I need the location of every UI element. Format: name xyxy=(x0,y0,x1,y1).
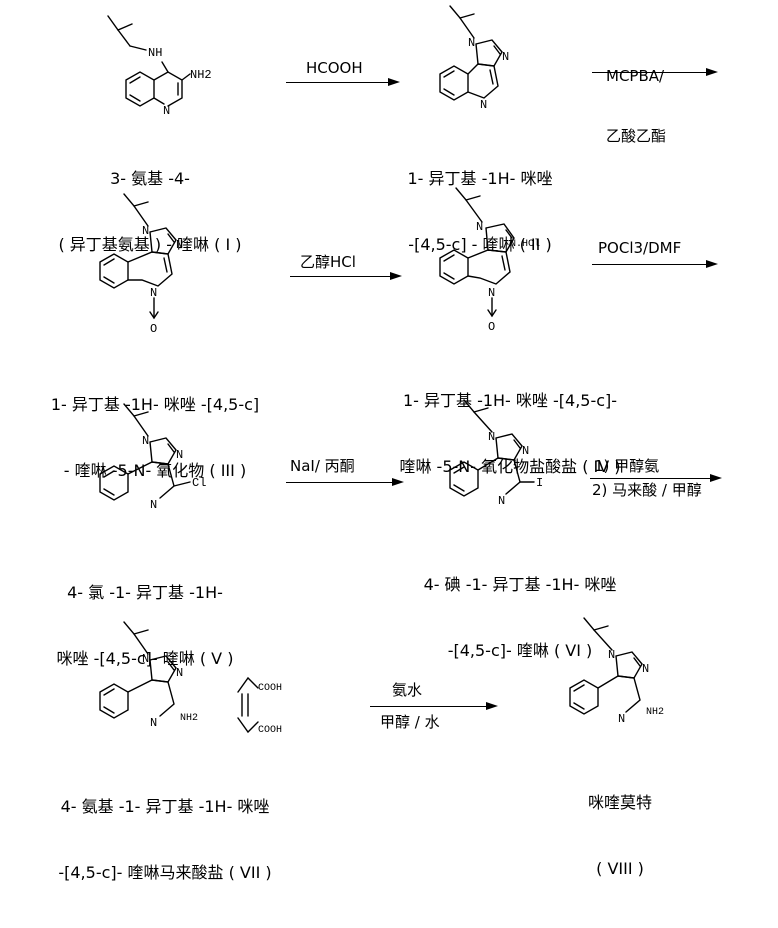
reaction-arrow-5 xyxy=(286,482,394,483)
nh-label: NH xyxy=(148,46,162,60)
compound-3-name-line2: - 喹啉 -5-N- 氧化物 ( III ) xyxy=(63,461,247,480)
o-label: O xyxy=(150,322,157,336)
structure-compound-1 xyxy=(90,6,220,126)
compound-7-name: 4- 氨基 -1- 异丁基 -1H- 咪唑 -[4,5-c]- 喹啉马来酸盐 (… xyxy=(0,752,330,928)
synthesis-scheme: NH NH2 N 3- 氨基 -4- ( 异丁基氨基 ) - 喹啉 ( I ) … xyxy=(0,2,722,882)
n1-label: N xyxy=(142,652,149,666)
n5-label: N xyxy=(488,286,495,300)
reaction-arrow-1 xyxy=(286,82,390,83)
o-label: O xyxy=(488,320,495,334)
compound-8-name-line2: ( VIII ) xyxy=(596,859,644,878)
reaction-arrow-6 xyxy=(590,478,714,479)
reagent-3-label: 乙醇HCl xyxy=(300,253,356,271)
n1-label: N xyxy=(608,648,615,662)
compound-6-name-line1: 4- 碘 -1- 异丁基 -1H- 咪唑 xyxy=(423,575,617,594)
reagent-2-line2: 乙酸乙酯 xyxy=(606,127,667,145)
compound-6-name-line2: -[4,5-c]- 喹啉 ( VI ) xyxy=(447,641,593,660)
i-label: I xyxy=(536,476,543,490)
arrow-head-2 xyxy=(706,68,718,76)
n1-label: N xyxy=(488,430,495,444)
reaction-arrow-4 xyxy=(592,264,708,265)
arrow-head-6 xyxy=(710,474,722,482)
atom-labels-maleic-acid: COOH COOH xyxy=(258,683,282,736)
n3-label: N xyxy=(176,448,183,462)
reagent-4-label: POCl3/DMF xyxy=(598,239,682,257)
n1-label: N xyxy=(476,220,483,234)
maleic-acid-structure xyxy=(228,660,318,750)
cl-label: Cl xyxy=(192,476,206,490)
n3-label: N xyxy=(502,50,509,64)
cooh-lower-label: COOH xyxy=(258,725,282,736)
arrow-head-7 xyxy=(486,702,498,710)
atom-labels-compound-1: NH NH2 N xyxy=(148,46,212,118)
compound-4-name: 1- 异丁基 -1H- 咪唑 -[4,5-c]- 喹啉 -5-N- 氧化物盐酸盐… xyxy=(330,346,690,522)
n3-label: N xyxy=(176,238,183,252)
n3-label: N xyxy=(522,444,529,458)
nhcl-label: N.HCl xyxy=(510,238,540,250)
compound-5-name: 4- 氯 -1- 异丁基 -1H- 咪唑 -[4,5-c]- 喹啉 ( V ) xyxy=(10,538,280,714)
reaction-arrow-7 xyxy=(370,706,488,707)
n5-label: N xyxy=(150,286,157,300)
structure-compound-6 xyxy=(440,396,570,526)
structure-compound-8 xyxy=(560,614,690,744)
compound-8-name-line1: 咪喹莫特 xyxy=(587,793,652,812)
compound-8-name: 咪喹莫特 ( VIII ) xyxy=(520,748,720,924)
n5-label: N xyxy=(150,498,157,512)
structure-compound-4 xyxy=(430,184,550,334)
arrow-head-1 xyxy=(388,78,400,86)
reagent-7-below: 甲醇 / 水 xyxy=(380,713,440,731)
reagent-7-above: 氨水 xyxy=(392,681,423,699)
compound-3-name: 1- 异丁基 -1H- 咪唑 -[4,5-c] - 喹啉 -5-N- 氧化物 (… xyxy=(0,350,310,526)
arrow-head-4 xyxy=(706,260,718,268)
atom-labels-compound-5: N N N Cl xyxy=(142,434,206,512)
reaction-arrow-2 xyxy=(592,72,708,73)
reagent-6-below: 2) 马来酸 / 甲醇 xyxy=(592,481,702,499)
atom-labels-compound-4: N N.HCl N O xyxy=(476,220,540,334)
atom-labels-compound-7: N N N NH2 xyxy=(142,652,198,730)
compound-2-name-line1: 1- 异丁基 -1H- 咪唑 xyxy=(407,169,553,188)
atom-labels-compound-2: N N N xyxy=(468,36,509,112)
arrow-head-3 xyxy=(390,272,402,280)
n5-label: N xyxy=(150,716,157,730)
n3-label: N xyxy=(176,666,183,680)
compound-2-name-line2: -[4,5-c] - 喹啉 ( II ) xyxy=(408,235,552,254)
reagent-2-line1: MCPBA/ xyxy=(606,67,665,85)
arrow-head-5 xyxy=(392,478,404,486)
structure-compound-7 xyxy=(94,618,224,748)
compound-5-name-line1: 4- 氯 -1- 异丁基 -1H- xyxy=(67,583,223,602)
compound-6-name: 4- 碘 -1- 异丁基 -1H- 咪唑 -[4,5-c]- 喹啉 ( VI ) xyxy=(370,530,670,706)
n1-label: N xyxy=(142,224,149,238)
n1-label: N xyxy=(468,36,475,50)
compound-7-name-line1: 4- 氨基 -1- 异丁基 -1H- 咪唑 xyxy=(60,797,270,816)
reagent-2-label: MCPBA/ 乙酸乙酯 xyxy=(606,26,666,186)
compound-5-name-line2: 咪唑 -[4,5-c]- 喹啉 ( V ) xyxy=(56,649,234,668)
compound-3-name-line1: 1- 异丁基 -1H- 咪唑 -[4,5-c] xyxy=(50,395,260,414)
n5-label: N xyxy=(480,98,487,112)
cooh-upper-label: COOH xyxy=(258,683,282,694)
n3-label: N xyxy=(642,662,649,676)
atom-labels-compound-6: N N N I xyxy=(488,430,543,508)
n5-label: N xyxy=(618,712,625,726)
compound-1-name: 3- 氨基 -4- ( 异丁基氨基 ) - 喹啉 ( I ) xyxy=(20,124,280,300)
n-label: N xyxy=(163,104,170,118)
reagent-6-above: 1) 甲醇氨 xyxy=(594,457,660,475)
compound-1-name-line1: 3- 氨基 -4- xyxy=(110,169,190,188)
atom-labels-compound-3: N N N O xyxy=(142,224,183,336)
structure-compound-2 xyxy=(420,2,540,112)
nh2-label: NH2 xyxy=(646,707,664,718)
nh2-label: NH2 xyxy=(190,68,212,82)
structure-compound-3 xyxy=(94,190,214,330)
reaction-arrow-3 xyxy=(290,276,392,277)
reagent-5-label: NaI/ 丙酮 xyxy=(290,457,355,475)
reagent-1-label: HCOOH xyxy=(306,59,363,77)
compound-2-name: 1- 异丁基 -1H- 咪唑 -[4,5-c] - 喹啉 ( II ) xyxy=(350,124,610,300)
n1-label: N xyxy=(142,434,149,448)
nh2-label: NH2 xyxy=(180,713,198,724)
compound-7-name-line2: -[4,5-c]- 喹啉马来酸盐 ( VII ) xyxy=(58,863,272,882)
atom-labels-compound-8: N N N NH2 xyxy=(608,648,664,726)
n5-label: N xyxy=(498,494,505,508)
compound-1-name-line2: ( 异丁基氨基 ) - 喹啉 ( I ) xyxy=(58,235,242,254)
structure-compound-5 xyxy=(94,400,224,530)
compound-4-name-line1: 1- 异丁基 -1H- 咪唑 -[4,5-c]- xyxy=(402,391,618,410)
